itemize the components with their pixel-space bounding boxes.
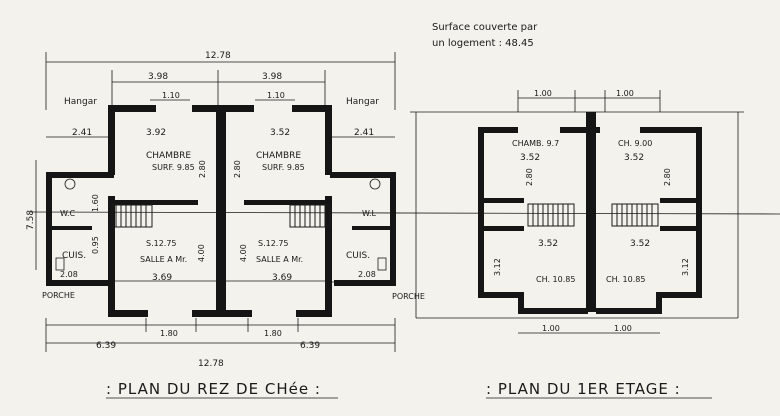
small-top-left-dim: 1.10: [162, 91, 180, 100]
first-dim-bottom-right: 3.52: [630, 239, 650, 249]
cuisine-left-dim: 2.08: [60, 270, 78, 279]
first-bottom-left-dim: 1.00: [542, 324, 560, 333]
ground-walls: [46, 105, 396, 317]
stove-right-icon: [377, 257, 387, 271]
first-ch-bottom-right: CH. 10.85: [606, 275, 645, 284]
first-dim-top-left: 3.52: [520, 153, 540, 163]
first-stairs-left: [527, 203, 575, 227]
chambre-left-label: CHAMBRE: [146, 151, 191, 161]
salle-left-height: 4.00: [197, 244, 206, 262]
overall-top-dim: 12.78: [205, 51, 231, 61]
chambre-left-surface: SURF. 9.85: [152, 163, 195, 172]
first-chamb-right: CH. 9.00: [618, 139, 652, 148]
chambre-left-height: 2.80: [198, 160, 207, 178]
first-dim-top-right: 3.52: [624, 153, 644, 163]
first-top-left-dim: 1.00: [534, 89, 552, 98]
salle-right-label: SALLE A Mr.: [256, 255, 303, 264]
first-dim-bottom-left: 3.52: [538, 239, 558, 249]
wc-label: W.C: [60, 209, 76, 218]
first-ch-bottom-left: CH. 10.85: [536, 275, 575, 284]
cuisine-height: 0.95: [91, 236, 100, 254]
note-line-1: Surface couverte par: [432, 22, 538, 33]
half-right-dim: 3.98: [262, 72, 282, 82]
wc-dim: 1.60: [91, 194, 100, 212]
wc-fixture-icon: [64, 178, 76, 190]
bottom-right-dim: 6.39: [300, 341, 320, 351]
room-left-dim: 3.92: [146, 128, 166, 138]
chambre-right-surface: SURF. 9.85: [262, 163, 305, 172]
first-top-right-dim: 1.00: [616, 89, 634, 98]
note-line-2: un logement : 48.45: [432, 38, 534, 49]
stove-left-icon: [55, 257, 65, 271]
hangar-right-label: Hangar: [346, 97, 379, 107]
first-bottom-right-dim: 1.00: [614, 324, 632, 333]
ground-floor-title: : PLAN DU REZ DE CHée :: [106, 380, 321, 398]
first-chamb-left: CHAMB. 9.7: [512, 139, 559, 148]
first-dimension-lines: [410, 90, 744, 334]
room-right-dim: 3.52: [270, 128, 290, 138]
first-stairs-right: [611, 203, 659, 227]
salle-right-height: 4.00: [239, 244, 248, 262]
ground-stairs-right: [289, 204, 331, 228]
cuisine-right-dim: 2.08: [358, 270, 376, 279]
first-walls: [478, 112, 702, 314]
bottom-left-dim: 6.39: [96, 341, 116, 351]
first-height-bottom-left: 3.12: [493, 258, 502, 276]
salle-right-surface: S.12.75: [258, 239, 289, 248]
overall-bottom-dim: 12.78: [198, 359, 224, 369]
half-left-dim: 3.98: [148, 72, 168, 82]
small-top-right-dim: 1.10: [267, 91, 285, 100]
chambre-right-height: 2.80: [233, 160, 242, 178]
porch-right-dim: 1.80: [264, 329, 282, 338]
hangar-left-label: Hangar: [64, 97, 97, 107]
depth-dim: 7.58: [26, 210, 36, 230]
hangar-left-dim: 2.41: [72, 128, 92, 138]
porche-right-label: PORCHE: [392, 292, 425, 301]
porche-left-label: PORCHE: [42, 291, 75, 300]
first-height-top-right: 2.80: [663, 168, 672, 186]
wl-label: W.L: [362, 209, 377, 218]
cuisine-left-label: CUIS.: [62, 251, 86, 261]
ground-stairs-left: [111, 204, 153, 228]
hangar-right-dim: 2.41: [354, 128, 374, 138]
salle-left-surface: S.12.75: [146, 239, 177, 248]
first-floor-title: : PLAN DU 1ER ETAGE :: [486, 380, 681, 398]
first-height-top-left: 2.80: [525, 168, 534, 186]
porch-left-dim: 1.80: [160, 329, 178, 338]
salle-right-dim: 3.69: [272, 273, 292, 283]
salle-left-label: SALLE A Mr.: [140, 255, 187, 264]
first-height-bottom-right: 3.12: [681, 258, 690, 276]
cuisine-right-label: CUIS.: [346, 251, 370, 261]
salle-left-dim: 3.69: [152, 273, 172, 283]
chambre-right-label: CHAMBRE: [256, 151, 301, 161]
wc-fixture-right-icon: [369, 178, 381, 190]
